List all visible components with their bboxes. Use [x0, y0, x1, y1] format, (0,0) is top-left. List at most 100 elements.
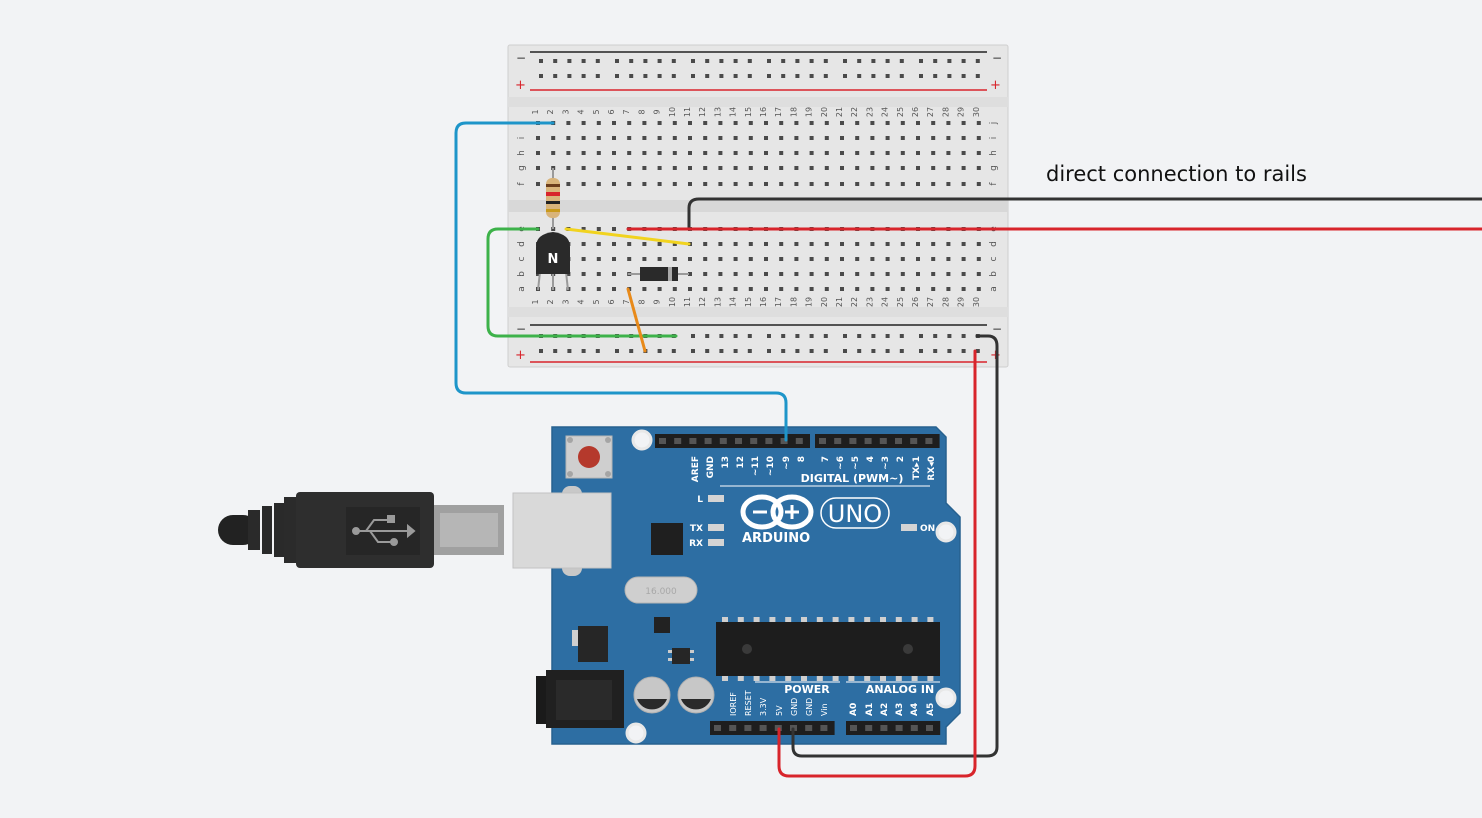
hole[interactable]	[627, 136, 632, 140]
hole[interactable]	[824, 151, 829, 155]
hole[interactable]	[975, 349, 980, 353]
header-pin-socket[interactable]	[850, 725, 857, 731]
hole[interactable]	[840, 272, 844, 276]
hole[interactable]	[764, 166, 768, 170]
wire-black-gnd[interactable]	[791, 334, 999, 758]
hole[interactable]	[688, 121, 692, 125]
hole[interactable]	[870, 136, 875, 140]
hole[interactable]	[581, 182, 586, 186]
hole[interactable]	[795, 334, 800, 338]
hole[interactable]	[539, 59, 543, 63]
hole[interactable]	[627, 151, 632, 155]
hole[interactable]	[764, 121, 768, 125]
hole[interactable]	[672, 166, 677, 170]
hole[interactable]	[824, 136, 829, 140]
usb-cable[interactable]	[218, 492, 504, 568]
hole[interactable]	[612, 272, 616, 276]
header-pin-socket[interactable]	[819, 438, 826, 444]
hole[interactable]	[885, 349, 890, 353]
hole[interactable]	[764, 242, 768, 246]
hole[interactable]	[824, 182, 829, 186]
hole[interactable]	[764, 257, 768, 261]
hole[interactable]	[566, 151, 571, 155]
header-pin-socket[interactable]	[895, 438, 902, 444]
hole[interactable]	[794, 242, 799, 246]
hole[interactable]	[794, 151, 799, 155]
header-pin-socket[interactable]	[925, 438, 933, 444]
hole[interactable]	[824, 121, 829, 125]
wire-red-5v[interactable]	[777, 349, 977, 778]
hole[interactable]	[947, 349, 952, 353]
hole[interactable]	[691, 349, 695, 353]
hole[interactable]	[581, 349, 586, 353]
hole[interactable]	[748, 151, 753, 155]
hole[interactable]	[961, 121, 966, 125]
hole[interactable]	[900, 121, 905, 125]
hole[interactable]	[916, 242, 920, 246]
reset-button[interactable]	[565, 435, 613, 479]
hole[interactable]	[748, 136, 753, 140]
hole[interactable]	[885, 59, 890, 63]
hole[interactable]	[933, 349, 938, 353]
hole[interactable]	[885, 166, 890, 170]
wire-yellow[interactable]	[564, 227, 691, 246]
hole[interactable]	[733, 166, 738, 170]
hole[interactable]	[642, 121, 647, 125]
hole[interactable]	[855, 272, 860, 276]
hole[interactable]	[567, 349, 572, 353]
hole[interactable]	[976, 182, 981, 186]
hole[interactable]	[671, 349, 676, 353]
hole[interactable]	[871, 349, 876, 353]
hole[interactable]	[615, 74, 619, 78]
hole[interactable]	[718, 257, 723, 261]
hole[interactable]	[612, 182, 616, 186]
hole[interactable]	[840, 257, 844, 261]
hole[interactable]	[931, 272, 936, 276]
hole[interactable]	[961, 287, 966, 291]
hole[interactable]	[840, 242, 844, 246]
hole[interactable]	[688, 136, 692, 140]
hole[interactable]	[705, 74, 710, 78]
header-pin-socket[interactable]	[674, 438, 682, 444]
hole[interactable]	[688, 287, 692, 291]
hole[interactable]	[747, 349, 752, 353]
hole[interactable]	[627, 182, 632, 186]
header-pin-socket[interactable]	[910, 438, 918, 444]
hole[interactable]	[931, 242, 936, 246]
hole[interactable]	[718, 121, 723, 125]
wires[interactable]	[454, 121, 1482, 778]
hole[interactable]	[824, 272, 829, 276]
hole[interactable]	[870, 257, 875, 261]
hole[interactable]	[855, 151, 860, 155]
hole[interactable]	[899, 334, 904, 338]
hole[interactable]	[916, 166, 920, 170]
hole[interactable]	[596, 287, 601, 291]
hole[interactable]	[933, 74, 938, 78]
hole[interactable]	[553, 74, 558, 78]
hole[interactable]	[703, 182, 708, 186]
hole[interactable]	[733, 349, 738, 353]
hole[interactable]	[747, 74, 752, 78]
hole[interactable]	[961, 59, 966, 63]
hole[interactable]	[976, 121, 981, 125]
hole[interactable]	[947, 74, 952, 78]
header-pin-socket[interactable]	[759, 725, 767, 731]
hole[interactable]	[900, 151, 905, 155]
hole[interactable]	[899, 349, 904, 353]
hole[interactable]	[553, 349, 558, 353]
hole[interactable]	[627, 242, 632, 246]
hole[interactable]	[885, 272, 890, 276]
breadboard[interactable]: 1122334455667788991010111112121313141415…	[507, 44, 1009, 368]
hole[interactable]	[855, 121, 860, 125]
hole[interactable]	[931, 166, 936, 170]
hole[interactable]	[643, 59, 648, 63]
hole[interactable]	[946, 272, 951, 276]
header-pin-socket[interactable]	[750, 438, 758, 444]
hole[interactable]	[688, 257, 692, 261]
resistor[interactable]	[546, 168, 560, 229]
hole[interactable]	[733, 136, 738, 140]
hole[interactable]	[612, 136, 616, 140]
hole[interactable]	[871, 74, 876, 78]
hole[interactable]	[566, 121, 571, 125]
hole[interactable]	[657, 151, 662, 155]
